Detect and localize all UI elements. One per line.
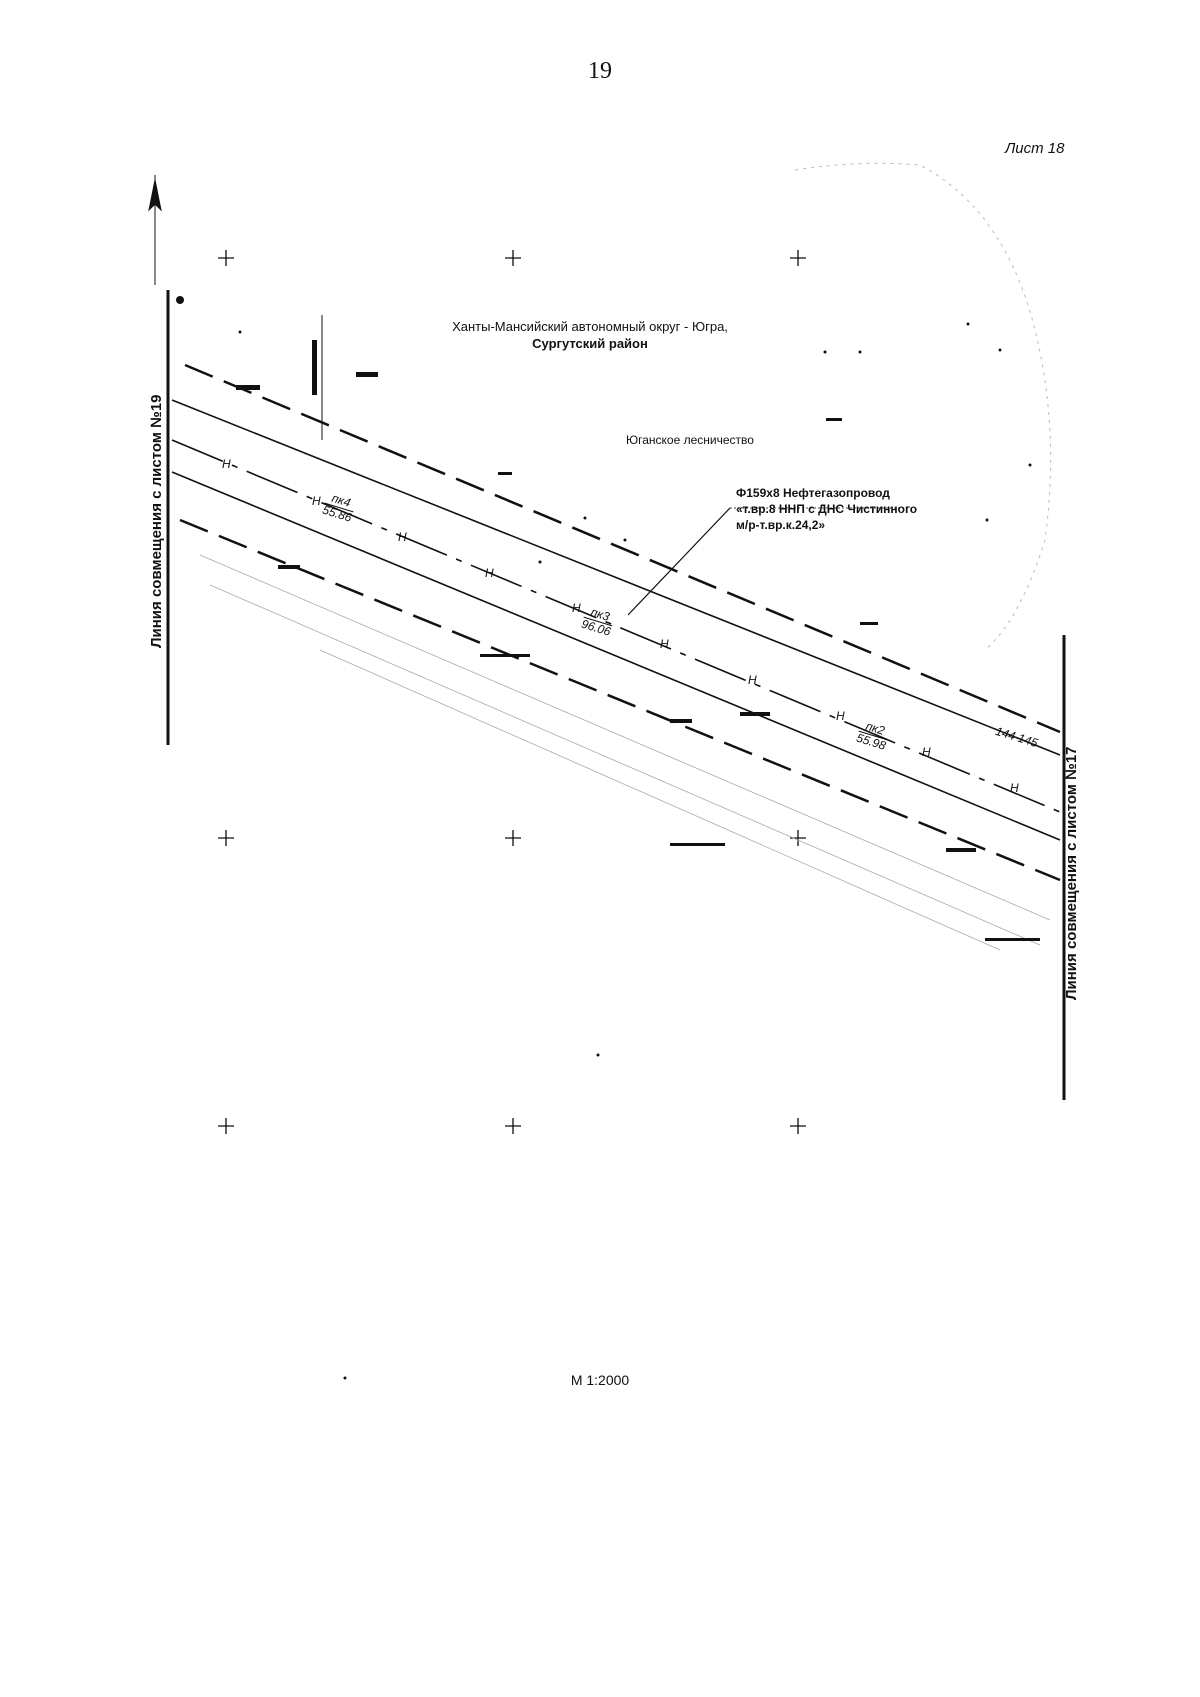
svg-text:Н: Н (660, 637, 669, 651)
left-join-label: Линия совмещения с листом №19 (148, 394, 165, 649)
svg-text:Н: Н (836, 709, 845, 723)
pipe-marker-labels: Н Н Н Н Н Н Н Н Н Н (222, 457, 1019, 795)
svg-text:Н: Н (222, 457, 231, 471)
faint-contours (199, 554, 1051, 951)
svg-text:Н: Н (922, 745, 931, 759)
svg-text:Н: Н (312, 494, 321, 508)
pipeline-label-line: м/р-т.вр.к.24,2» (736, 518, 826, 532)
north-arrow-icon (148, 175, 162, 285)
svg-text:Н: Н (398, 530, 407, 544)
scale-label: М 1:2000 (570, 1372, 630, 1388)
sheet-label: Лист 18 (1005, 140, 1065, 157)
region-title-line: Сургутский район (532, 336, 648, 351)
lake-outline (794, 162, 1052, 651)
pipeline-label-line: Ф159х8 Нефтегазопровод (736, 486, 890, 500)
region-title: Ханты-Мансийский автономный округ - Югра… (400, 318, 780, 352)
grid-crosses (218, 250, 806, 1134)
page-number: 19 (588, 58, 612, 84)
corridor-lines (171, 363, 1061, 882)
pipeline-leader-line (627, 507, 731, 616)
region-title-line: Ханты-Мансийский автономный округ - Югра… (452, 319, 728, 334)
terrain-symbols (176, 296, 1040, 1380)
svg-text:Н: Н (485, 566, 494, 580)
svg-text:Н: Н (572, 601, 581, 615)
svg-text:Н: Н (748, 673, 757, 687)
pipeline-label-line: «т.вр.8 ННП с ДНС Чистинного (736, 502, 918, 516)
svg-text:Н: Н (1010, 781, 1019, 795)
right-join-label: Линия совмещения с листом №17 (1063, 746, 1080, 1001)
pipeline-label: Ф159х8 Нефтегазопровод «т.вр.8 ННП с ДНС… (736, 485, 917, 533)
forestry-label: Юганское лесничество (626, 433, 754, 447)
